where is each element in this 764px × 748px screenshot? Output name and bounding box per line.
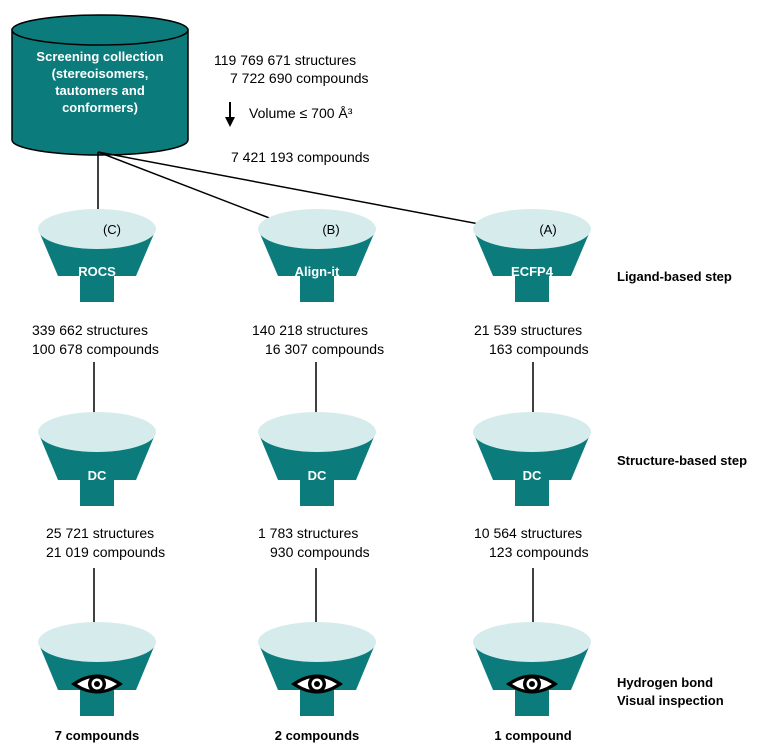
funnel-inspection-2 <box>258 622 376 716</box>
dc1-compounds: 21 019 compounds <box>46 544 166 560</box>
dc2-structures: 1 783 structures <box>258 525 359 541</box>
dc2-compounds: 930 compounds <box>270 544 370 560</box>
eye-icon <box>71 674 123 694</box>
database-label-line: Screening collection <box>36 49 164 64</box>
column-letter-b: (B) <box>322 222 340 237</box>
funnel-dc-3 <box>473 412 591 506</box>
method-dc: DC <box>307 468 327 483</box>
volume-filter-label: Volume ≤ 700 Å³ <box>249 105 353 121</box>
ecfp4-structures: 21 539 structures <box>474 322 583 338</box>
database-label-line: tautomers and <box>55 83 145 98</box>
column-letter-a: (A) <box>539 222 557 237</box>
dc3-structures: 10 564 structures <box>474 525 583 541</box>
funnel-rocs <box>38 209 156 302</box>
step-structure: Structure-based step <box>617 453 748 468</box>
db-compounds: 7 722 690 compounds <box>230 70 369 86</box>
method-dc: DC <box>522 468 542 483</box>
funnel-ecfp4 <box>473 209 591 302</box>
dc3-compounds: 123 compounds <box>489 544 589 560</box>
funnel-dc-1 <box>38 412 156 506</box>
filtered-compounds: 7 421 193 compounds <box>231 149 370 165</box>
rocs-compounds: 100 678 compounds <box>32 341 159 357</box>
screening-collection-database <box>11 14 189 156</box>
method-alignit: Align-it <box>294 264 340 279</box>
ecfp4-compounds: 163 compounds <box>489 341 589 357</box>
alignit-compounds: 16 307 compounds <box>265 341 385 357</box>
step-inspection-line1: Hydrogen bond <box>617 675 714 690</box>
database-label: Screening collection (stereoisomers, tau… <box>25 48 175 116</box>
arrow-db-to-ecfp4 <box>97 151 534 238</box>
rocs-structures: 339 662 structures <box>32 322 148 338</box>
final-count-alignit: 2 compounds <box>274 728 360 743</box>
column-letter-c: (C) <box>102 222 122 237</box>
eye-icon <box>291 674 343 694</box>
funnel-inspection-3 <box>473 622 591 716</box>
funnel-alignit <box>258 209 376 302</box>
database-label-line: (stereoisomers, <box>51 66 149 81</box>
method-ecfp4: ECFP4 <box>511 264 553 279</box>
eye-icon <box>506 674 558 694</box>
db-structures: 119 769 671 structures <box>214 52 357 68</box>
dc1-structures: 25 721 structures <box>46 525 155 541</box>
funnel-inspection-1 <box>38 622 156 716</box>
step-inspection-line2: Visual inspection <box>617 693 724 708</box>
method-dc: DC <box>87 468 107 483</box>
final-count-rocs: 7 compounds <box>54 728 140 743</box>
database-label-line: conformers) <box>62 100 138 115</box>
step-ligand: Ligand-based step <box>617 269 732 284</box>
funnel-dc-2 <box>258 412 376 506</box>
alignit-structures: 140 218 structures <box>252 322 368 338</box>
final-count-ecfp4: 1 compound <box>494 728 572 743</box>
method-rocs: ROCS <box>78 264 116 279</box>
